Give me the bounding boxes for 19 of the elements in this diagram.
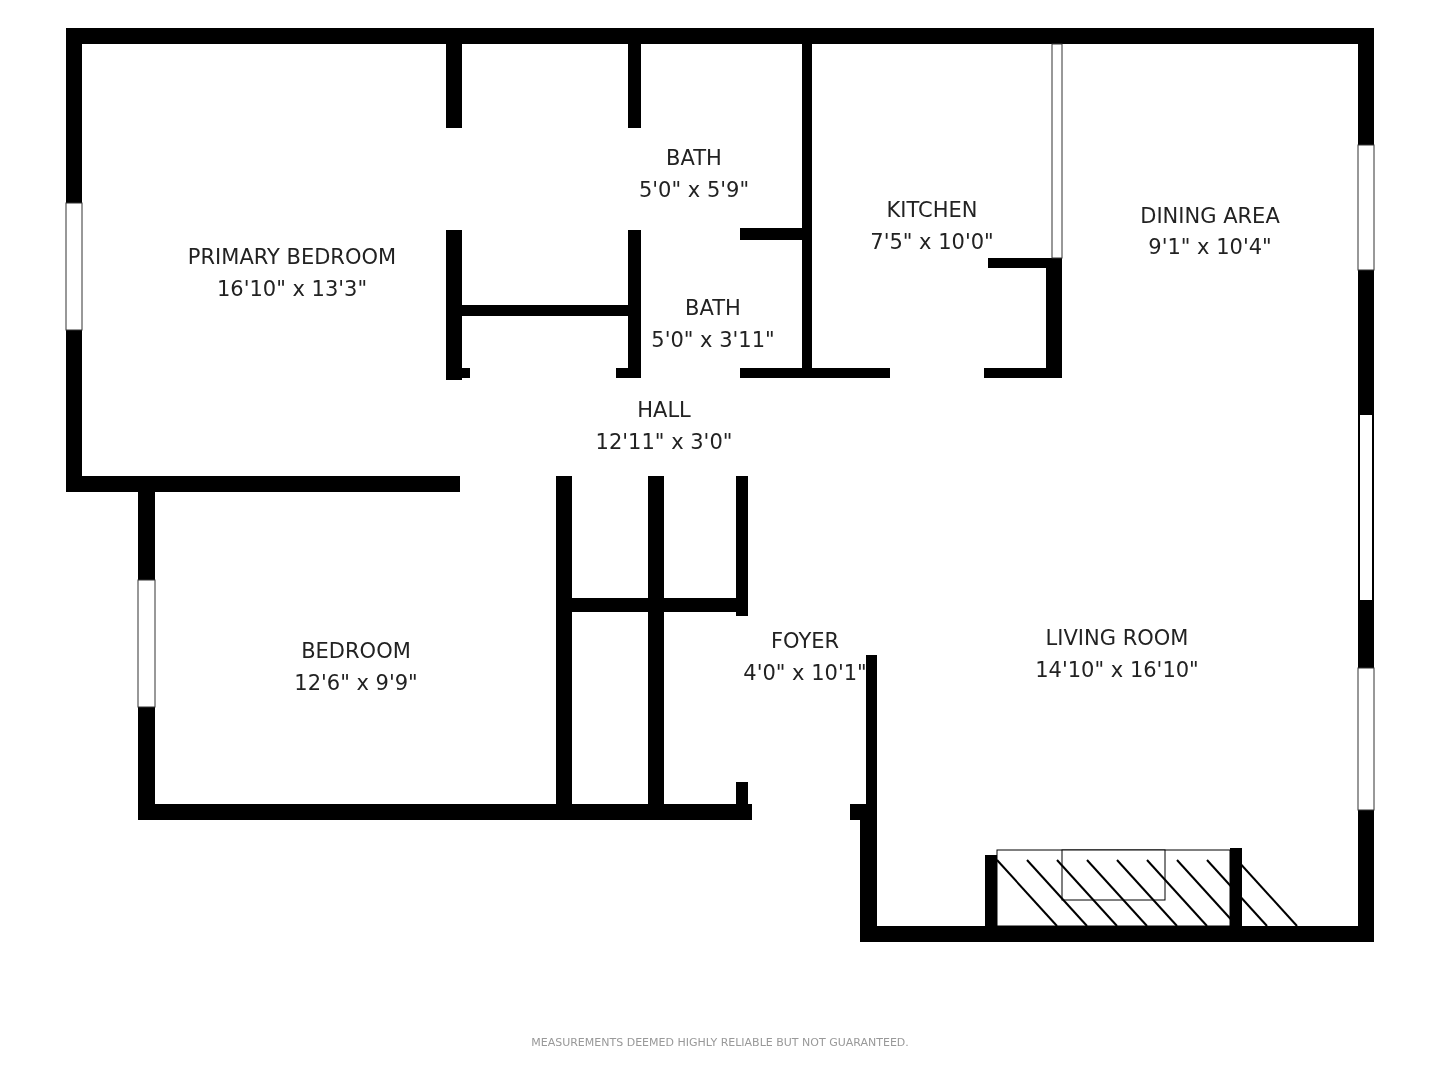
footer-note: MEASUREMENTS DEEMED HIGHLY RELIABLE BUT NOT GUARANTEED.	[531, 1036, 909, 1049]
room-dimensions: 12'11" x 3'0"	[595, 429, 733, 455]
room-name: HALL	[637, 397, 691, 423]
room-name: PRIMARY BEDROOM	[187, 244, 397, 270]
room-dimensions: 16'10" x 13'3"	[216, 276, 368, 302]
room-dimensions: 4'0" x 10'1"	[743, 660, 867, 686]
room-dimensions: 5'0" x 5'9"	[638, 177, 750, 203]
room-name: LIVING ROOM	[1045, 625, 1189, 651]
room-dimensions: 9'1" x 10'4"	[1148, 234, 1272, 260]
room-dimensions: 12'6" x 9'9"	[294, 670, 418, 696]
room-name: BEDROOM	[301, 638, 411, 664]
room-name: DINING AREA	[1140, 203, 1280, 229]
room-dimensions: 14'10" x 16'10"	[1035, 657, 1199, 683]
room-name: KITCHEN	[886, 197, 978, 223]
room-name: BATH	[685, 295, 741, 321]
room-name: BATH	[666, 145, 722, 171]
room-dimensions: 7'5" x 10'0"	[870, 229, 994, 255]
room-name: FOYER	[770, 628, 840, 654]
room-dimensions: 5'0" x 3'11"	[651, 327, 775, 353]
